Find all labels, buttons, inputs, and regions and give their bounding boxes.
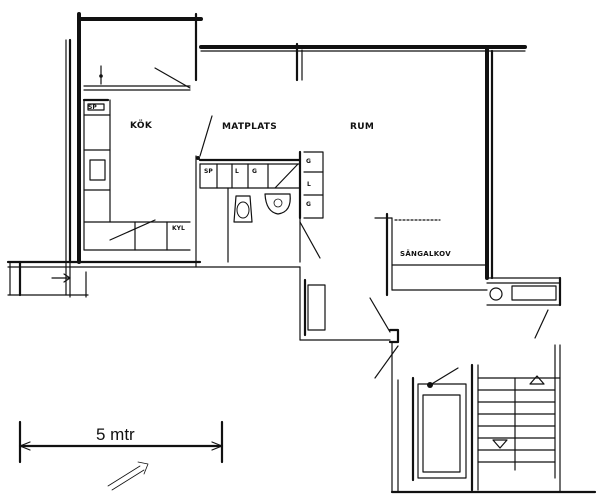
stove-label: SP bbox=[88, 104, 97, 111]
scale-bar: 5 mtr bbox=[18, 420, 224, 464]
fridge-label: KYL bbox=[172, 225, 185, 232]
room-label-dining: MATPLATS bbox=[222, 122, 277, 132]
north-arrow-icon bbox=[107, 461, 149, 491]
wardrobes: SP L G G L G bbox=[199, 150, 324, 220]
room-label-room: RUM bbox=[350, 122, 374, 132]
room-label-kitchen: KÖK bbox=[130, 120, 153, 131]
dining-area: MATPLATS RUM bbox=[195, 115, 374, 268]
wardrobe-label-4: G bbox=[306, 158, 311, 165]
wardrobe-label-1: SP bbox=[204, 168, 213, 175]
scale-label: 5 mtr bbox=[96, 425, 135, 444]
hall bbox=[299, 266, 400, 493]
room-label-bed-alcove: SÄNGALKOV bbox=[400, 249, 451, 258]
wardrobe-label-6: G bbox=[306, 201, 311, 208]
wardrobe-label-3: G bbox=[252, 168, 257, 175]
kitchen: SP KÖK KYL bbox=[82, 65, 191, 251]
bed-alcove: SÄNGALKOV bbox=[374, 212, 488, 297]
shaft bbox=[486, 282, 561, 339]
stairwell bbox=[390, 344, 597, 494]
wardrobe-label-5: L bbox=[307, 181, 311, 188]
wardrobe-label-2: L bbox=[235, 168, 239, 175]
bathroom bbox=[227, 187, 321, 263]
